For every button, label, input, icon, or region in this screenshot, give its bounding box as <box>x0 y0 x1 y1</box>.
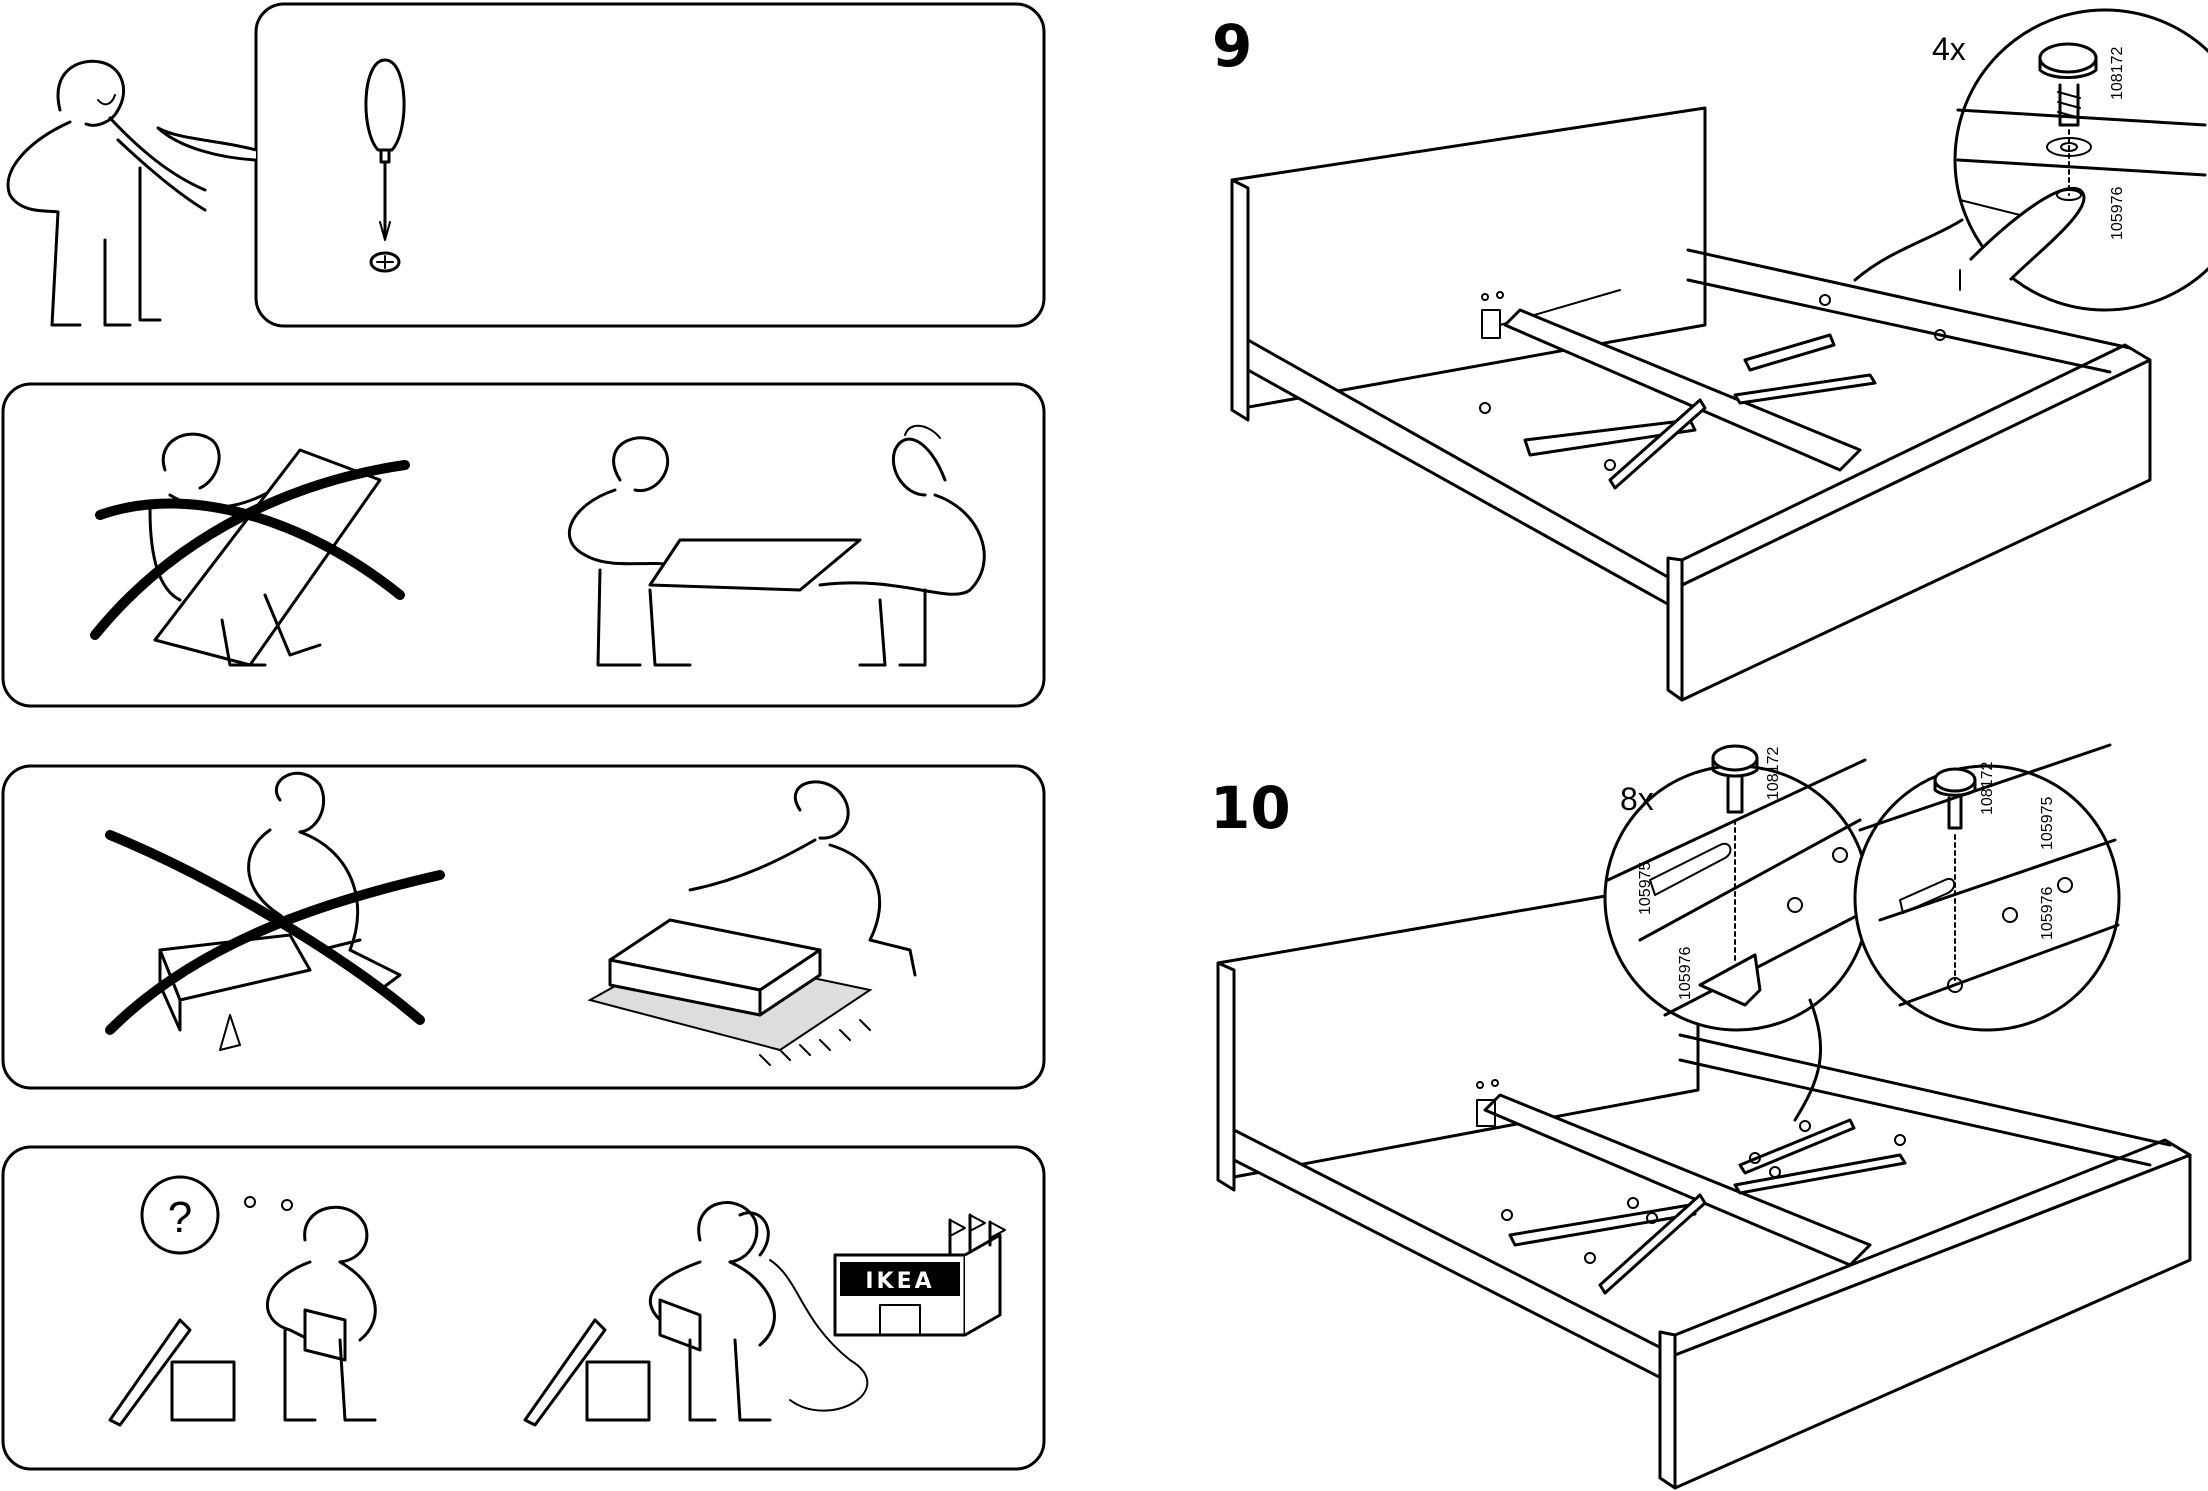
step-number: 10 <box>1210 774 1291 842</box>
part-number: 105976 <box>2039 887 2056 940</box>
quantity-label: 4x <box>1932 31 1966 67</box>
two-person-carry-correct-icon <box>569 426 984 665</box>
phone-call-person-icon: IKEA <box>525 1203 1005 1425</box>
speech-bubble-tail <box>158 128 256 160</box>
assembly-step-9: 9 <box>1212 10 2208 700</box>
screw-head-icon <box>2040 44 2096 72</box>
soft-surface-panel <box>3 766 1044 1088</box>
confused-person-icon: ? <box>110 1177 375 1425</box>
part-number: 105976 <box>2109 187 2126 240</box>
part-number: 105976 <box>1677 947 1694 1000</box>
soft-mat-correct-icon <box>590 782 915 1065</box>
assembly-step-10: 10 <box>1210 745 2190 1488</box>
slat-support <box>1745 335 1834 370</box>
part-number: 105975 <box>2039 797 2056 850</box>
speech-bubble <box>256 4 1044 326</box>
hard-floor-wrong-icon <box>110 773 440 1050</box>
question-mark: ? <box>168 1193 192 1242</box>
step-number: 9 <box>1212 12 1252 80</box>
slat-support <box>1610 400 1705 488</box>
slat-support <box>1600 1195 1705 1293</box>
screw-detail-callout: 4x 108172 105976 <box>1855 10 2208 310</box>
open-box <box>172 1362 234 1420</box>
part-number: 108172 <box>1979 762 1996 815</box>
part-number: 108172 <box>2109 47 2126 100</box>
store-logo: IKEA <box>865 1269 934 1294</box>
two-person-carry-panel <box>3 384 1044 706</box>
phillips-screwdriver-icon <box>366 60 404 240</box>
part-number: 108172 <box>1765 747 1782 800</box>
screw-detail-callout: 108172 105975 105976 <box>1855 745 2119 1030</box>
side-rail <box>1234 1130 1675 1385</box>
slat-support <box>1735 375 1875 403</box>
quantity-label: 8x <box>1620 781 1654 817</box>
ikea-store-icon: IKEA <box>835 1215 1005 1335</box>
tools-needed-panel <box>8 4 1044 326</box>
screw-head-icon <box>371 253 399 271</box>
contact-store-panel: ? IKEA <box>3 1147 1044 1469</box>
part-number: 105975 <box>1637 862 1654 915</box>
single-person-carry-wrong-icon <box>95 434 405 665</box>
person-icon <box>8 61 205 325</box>
